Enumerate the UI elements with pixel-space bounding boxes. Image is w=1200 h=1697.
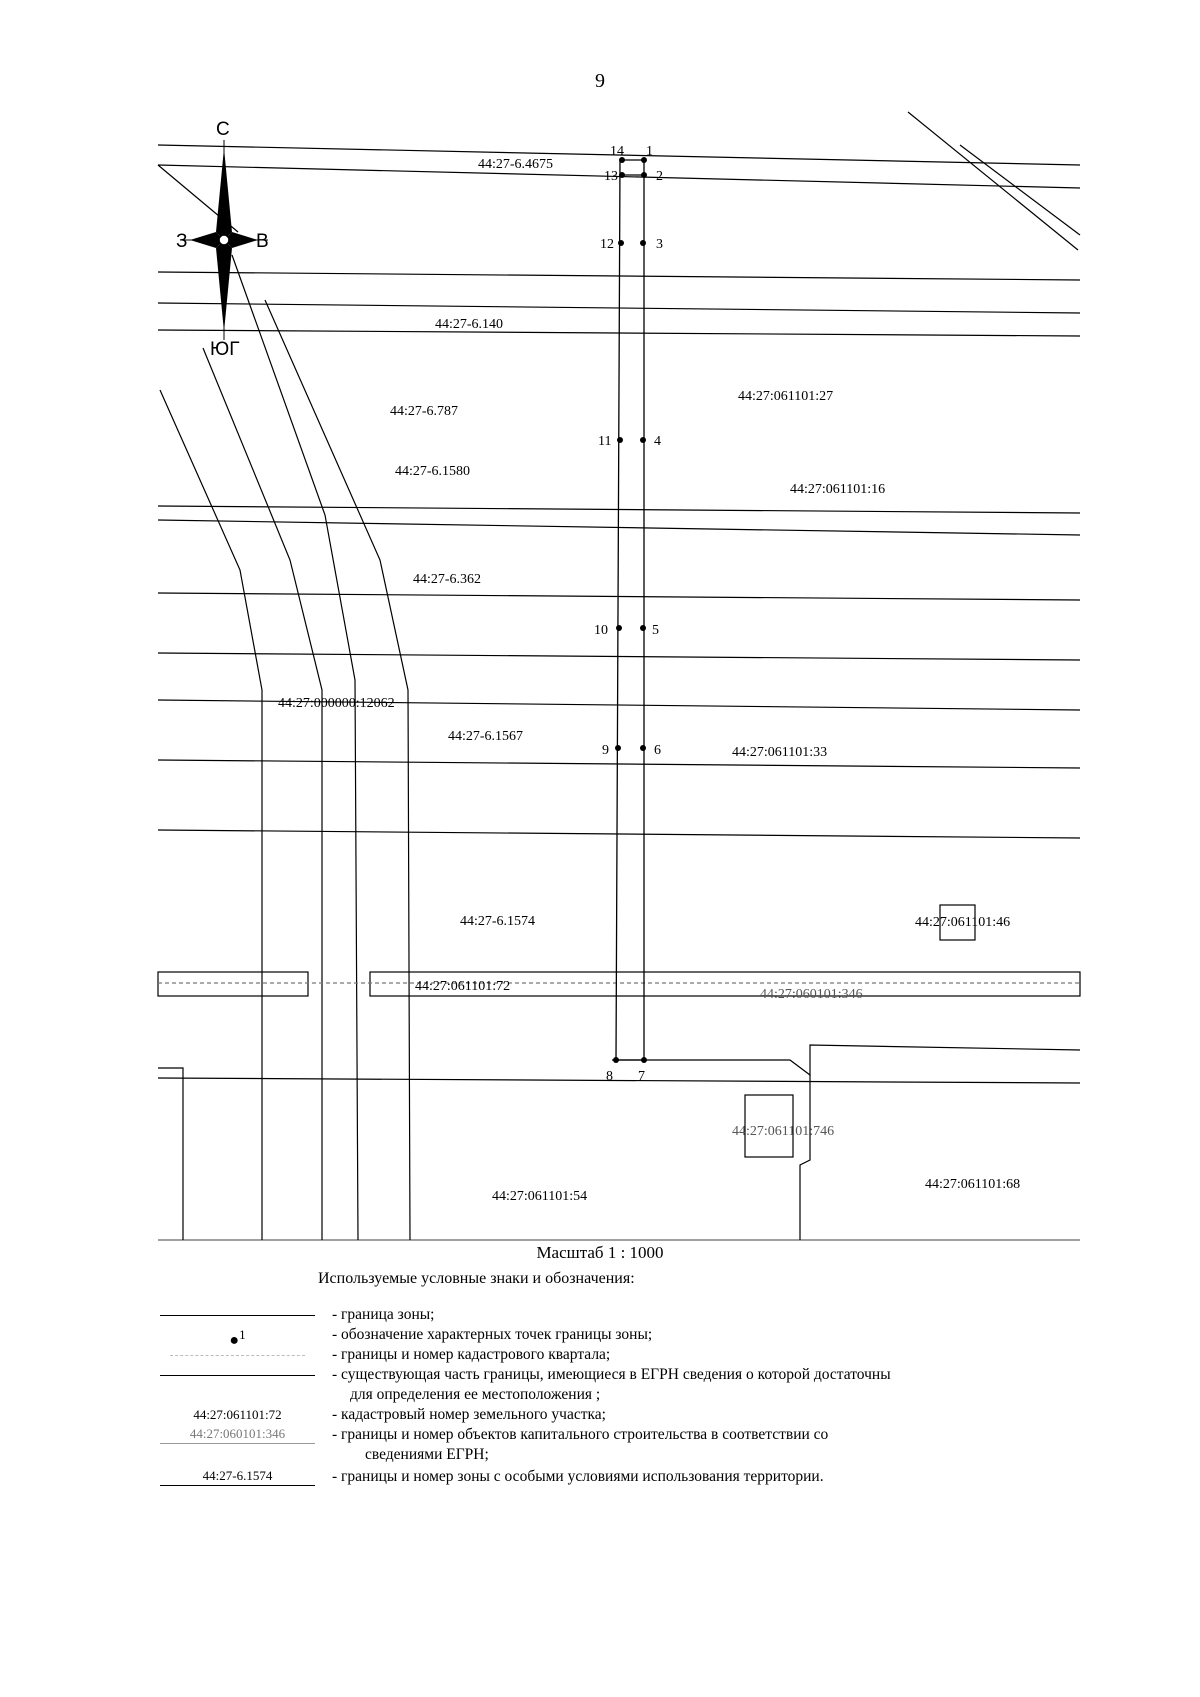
legend-symbol-parcel-number: 44:27:061101:72: [193, 1407, 282, 1422]
zone-polygon: [615, 159, 645, 1061]
road-boundaries: [159, 254, 411, 1241]
legend-symbol-zone-boundary: [160, 1315, 315, 1316]
point-1: [641, 157, 647, 163]
point-12: [618, 240, 624, 246]
point-label: 7: [638, 1069, 645, 1084]
zone-labels: 44:27-6.4675 44:27-6.140 44:27-6.787 44:…: [390, 157, 553, 929]
parcel-label: 44:27:061101:27: [738, 389, 833, 404]
point-2: [641, 172, 647, 178]
point-4: [640, 437, 646, 443]
point-label: 9: [602, 743, 609, 758]
point-label: 14: [610, 144, 624, 159]
parcel-label: 44:27:061101:68: [925, 1177, 1020, 1192]
cadastral-map: 14 1 13 2 12 3 11 4 10 5 9 6 8 7 44:27-6…: [157, 111, 1081, 1241]
zone-boundaries: [157, 144, 1081, 1241]
compass-west-label: З: [176, 231, 187, 252]
point-14: [619, 157, 625, 163]
point-13: [619, 172, 625, 178]
compass-rose: С ЮГ З В: [176, 119, 269, 360]
building-label: 44:27:060101:346: [760, 987, 863, 1002]
zone-label: 44:27-6.4675: [478, 157, 553, 172]
point-label: 4: [654, 434, 661, 449]
map-scale: Масштаб 1 : 1000: [536, 1243, 664, 1262]
legend-symbol-point: ●1: [229, 1327, 246, 1350]
building-label: 44:27:061101:746: [732, 1124, 834, 1139]
point-3: [640, 240, 646, 246]
point-labels: 14 1 13 2 12 3 11 4 10 5 9 6 8 7: [594, 144, 663, 1084]
point-label: 5: [652, 623, 659, 638]
point-9: [615, 745, 621, 751]
building-labels: 44:27:060101:346 44:27:061101:746: [732, 987, 863, 1139]
point-10: [616, 625, 622, 631]
point-6: [640, 745, 646, 751]
compass-east-label: В: [256, 231, 269, 252]
zone-label: 44:27-6.787: [390, 404, 458, 419]
point-label: 2: [656, 169, 663, 184]
boundary-points: [613, 157, 647, 1063]
point-label: 10: [594, 623, 608, 638]
parcel-label: 44:27:061101:46: [915, 915, 1010, 930]
zone-label: 44:27-6.1567: [448, 729, 523, 744]
parcel-label: 44:27:000000:12062: [278, 696, 395, 711]
compass-north-label: С: [216, 119, 230, 140]
compass-south-label: ЮГ: [210, 339, 239, 360]
parcel-labels: 44:27:061101:27 44:27:061101:16 44:27:00…: [278, 389, 1020, 1204]
point-8: [613, 1057, 619, 1063]
page-number: 9: [595, 70, 605, 92]
legend-symbol-existing-boundary: [160, 1375, 315, 1376]
zone-label: 44:27-6.362: [413, 572, 481, 587]
point-label: 1: [646, 144, 653, 159]
point-label: 3: [656, 237, 663, 252]
point-label: 6: [654, 743, 661, 758]
point-11: [617, 437, 623, 443]
parcel-label: 44:27:061101:33: [732, 745, 827, 760]
point-label: 13: [604, 169, 618, 184]
point-label: 11: [598, 434, 611, 449]
parcel-boundaries: [157, 904, 1081, 1240]
legend-title: Используемые условные знаки и обозначени…: [318, 1270, 635, 1287]
legend-symbol-building: 44:27:060101:346: [160, 1425, 315, 1444]
parcel-label: 44:27:061101:72: [415, 979, 510, 994]
legend-symbol-cadastral-quarter: [170, 1355, 305, 1356]
parcel-label: 44:27:061101:16: [790, 482, 885, 497]
point-label: 12: [600, 237, 614, 252]
legend-symbol-special-zone: 44:27-6.1574: [160, 1467, 315, 1486]
point-7: [641, 1057, 647, 1063]
zone-label: 44:27-6.140: [435, 317, 503, 332]
point-label: 8: [606, 1069, 613, 1084]
zone-label: 44:27-6.1580: [395, 464, 470, 479]
point-5: [640, 625, 646, 631]
zone-label: 44:27-6.1574: [460, 914, 535, 929]
parcel-label: 44:27:061101:54: [492, 1189, 587, 1204]
diagonal-lines: [157, 111, 1081, 251]
